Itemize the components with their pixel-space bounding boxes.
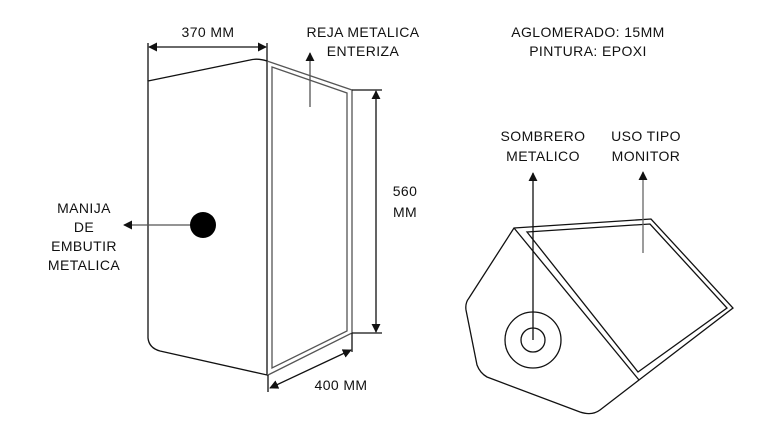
handle-label-line2: DE (73, 219, 95, 235)
grille-label-line2: ENTERIZA (326, 43, 400, 59)
specs-label-line2: PINTURA: EPOXI (529, 43, 647, 59)
usage-label-line1: USO TIPO (611, 128, 681, 144)
handle-label-line1: MANIJA (57, 200, 111, 216)
cabinet-side-panel (147, 58, 268, 376)
depth-dimension-label: 400 MM (314, 377, 368, 393)
height-dimension-label-line2: MM (392, 204, 418, 220)
usage-label-line2: MONITOR (611, 148, 681, 164)
specs-label-line1: AGLOMERADO: 15MM (511, 24, 665, 40)
monitor-front-frame (513, 227, 640, 381)
monitor-grille (525, 223, 728, 373)
handle-icon (190, 212, 216, 238)
cabinet-front-frame (266, 60, 353, 376)
monitor-body (465, 218, 734, 415)
height-dimension-label-line1: 560 (392, 183, 418, 199)
handle-label-line3: EMBUTIR (51, 238, 117, 254)
width-dimension-label: 370 MM (181, 24, 235, 40)
depth-dimension-arrow (269, 349, 352, 389)
hat-label-line1: SOMBRERO (500, 128, 586, 144)
hat-label-line2: METALICO (506, 148, 580, 164)
grille-label-line1: REJA METALICA (306, 24, 420, 40)
cabinet-grille (271, 66, 348, 370)
handle-label-line4: METALICA (47, 257, 121, 273)
